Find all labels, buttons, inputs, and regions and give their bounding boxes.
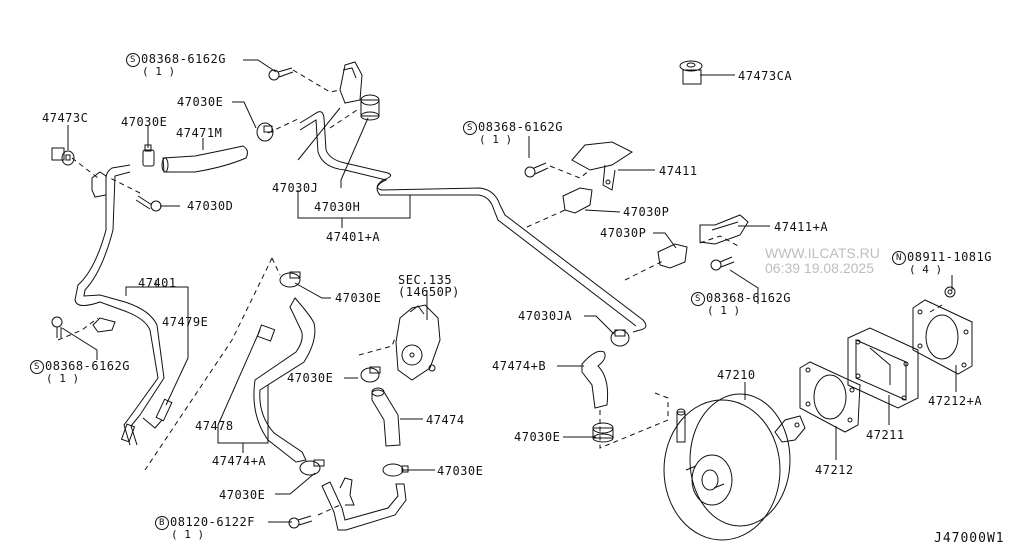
label-47210[interactable]: 47210: [717, 368, 756, 382]
s-circle-icon: S: [463, 121, 477, 135]
gasket-47212a[interactable]: [912, 299, 973, 375]
label-47401a[interactable]: 47401+A: [326, 230, 381, 244]
clamp-47030e-1[interactable]: [142, 144, 155, 167]
label-47211[interactable]: 47211: [866, 428, 905, 442]
label-47212a[interactable]: 47212+A: [928, 394, 983, 408]
hose-47474a[interactable]: [253, 297, 316, 463]
hose-47474b[interactable]: [581, 350, 609, 409]
label-47030h[interactable]: 47030H: [314, 200, 361, 214]
tube-47401[interactable]: [74, 164, 159, 446]
s-circle-icon: S: [126, 53, 140, 67]
gasket-47212[interactable]: [799, 361, 861, 433]
bolt-mid[interactable]: [524, 162, 549, 178]
clip-47030p-2[interactable]: [657, 243, 688, 269]
label-47474a[interactable]: 47474+A: [212, 454, 267, 468]
part-number: 08911-1081G: [907, 250, 992, 264]
bolt-left[interactable]: [51, 316, 63, 338]
label-47030e-3[interactable]: 47030E: [335, 291, 382, 305]
qty-bolt-top: ( 1 ): [142, 65, 176, 78]
b-circle-icon: B: [155, 516, 169, 530]
label-47479e[interactable]: 47479E: [162, 315, 209, 329]
s-circle-icon: S: [691, 292, 705, 306]
hose-47478[interactable]: [256, 324, 276, 342]
hose-47479e[interactable]: [120, 398, 173, 443]
bolt-top[interactable]: [268, 67, 294, 81]
label-47030j[interactable]: 47030J: [272, 181, 319, 195]
leader-lines: [61, 59, 957, 523]
label-47473c[interactable]: 47473C: [42, 111, 89, 125]
label-47030e-5[interactable]: 47030E: [219, 488, 266, 502]
label-47030e-4[interactable]: 47030E: [287, 371, 334, 385]
tube-47401a[interactable]: [299, 111, 647, 333]
nut-right[interactable]: [944, 286, 956, 298]
part-number: 08120-6122F: [170, 515, 255, 529]
label-47030e-2[interactable]: 47030E: [177, 95, 224, 109]
hose-47471m[interactable]: [162, 145, 248, 173]
qty-bolt-bottom: ( 1 ): [171, 528, 205, 541]
clip-47473ca[interactable]: [679, 60, 703, 85]
label-47473ca[interactable]: 47473CA: [738, 69, 793, 83]
part-number: 08368-6162G: [706, 291, 791, 305]
clamp-47030e-5[interactable]: [299, 459, 325, 476]
clamp-47030e-4[interactable]: [360, 366, 381, 383]
watermark-site: WWW.ILCATS.RU: [765, 245, 880, 261]
clip-47030p-1[interactable]: [562, 187, 593, 214]
diagram-code: J47000W1: [934, 531, 1005, 546]
label-47411[interactable]: 47411: [659, 164, 698, 178]
n-circle-icon: N: [892, 251, 906, 265]
hose-bottom: [321, 481, 407, 531]
bolt-right[interactable]: [710, 256, 735, 271]
bracket-47411[interactable]: [571, 141, 634, 191]
label-47030d[interactable]: 47030D: [187, 199, 234, 213]
label-47030e-6[interactable]: 47030E: [437, 464, 484, 478]
part-number: 08368-6162G: [478, 120, 563, 134]
clamp-47030e-7[interactable]: [592, 422, 614, 443]
clip-47473c[interactable]: [51, 147, 75, 166]
bracket-47411a[interactable]: [699, 214, 749, 245]
clamp-47030j[interactable]: [256, 122, 274, 142]
brake-booster-47210[interactable]: [663, 393, 806, 541]
label-47030e-7[interactable]: 47030E: [514, 430, 561, 444]
label-47030ja[interactable]: 47030JA: [518, 309, 573, 323]
clamp-47030h[interactable]: [360, 94, 380, 121]
s-circle-icon: S: [30, 360, 44, 374]
bolt-47030d[interactable]: [135, 195, 162, 212]
bracket-bottom: [339, 477, 355, 506]
label-47471m[interactable]: 47471M: [176, 126, 223, 140]
spacer-47211[interactable]: [847, 327, 919, 409]
bolt-bottom[interactable]: [288, 515, 313, 529]
bracket-left: [91, 171, 107, 198]
clamp-47030ja[interactable]: [610, 329, 630, 347]
label-14650p[interactable]: (14650P): [398, 285, 460, 299]
label-47474[interactable]: 47474: [426, 413, 465, 427]
label-47030e-1[interactable]: 47030E: [121, 115, 168, 129]
part-number: 08368-6162G: [45, 359, 130, 373]
hose-47474[interactable]: [371, 389, 401, 447]
label-47212[interactable]: 47212: [815, 463, 854, 477]
label-47030p-1[interactable]: 47030P: [623, 205, 670, 219]
label-47401[interactable]: 47401: [138, 276, 177, 290]
valve-sec135[interactable]: [395, 304, 441, 381]
label-47411a[interactable]: 47411+A: [774, 220, 829, 234]
clamp-47030e-3[interactable]: [279, 271, 301, 288]
qty-bolt-right: ( 1 ): [707, 304, 741, 317]
label-47030p-2[interactable]: 47030P: [600, 226, 647, 240]
label-sec135[interactable]: SEC.135: [398, 273, 453, 287]
bracket-top: [339, 61, 363, 104]
qty-nut-right: ( 4 ): [909, 263, 943, 276]
clamp-47030e-6[interactable]: [382, 463, 409, 477]
label-47474b[interactable]: 47474+B: [492, 359, 547, 373]
part-number: 08368-6162G: [141, 52, 226, 66]
watermark-timestamp: 06:39 19.08.2025: [765, 260, 874, 276]
qty-bolt-left: ( 1 ): [46, 372, 80, 385]
qty-bolt-mid: ( 1 ): [479, 133, 513, 146]
label-47478[interactable]: 47478: [195, 419, 234, 433]
